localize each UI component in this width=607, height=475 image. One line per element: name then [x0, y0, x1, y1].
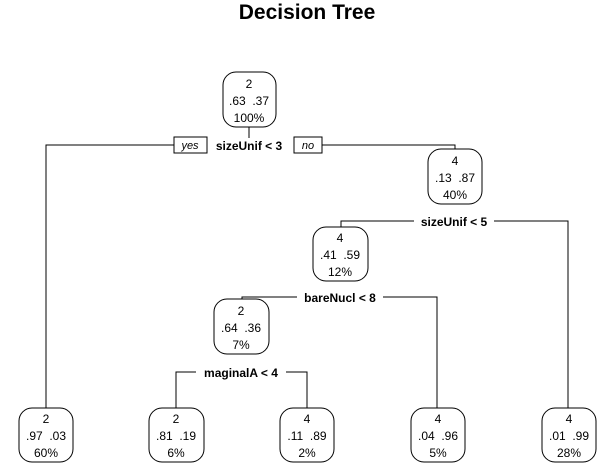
node-probs: .04 .96: [418, 429, 458, 443]
node-percent: 12%: [328, 265, 352, 279]
node-class: 2: [43, 412, 50, 426]
edge-n3-left: [340, 220, 414, 227]
node-percent: 2%: [298, 446, 316, 460]
node-n12: 2 .64 .36 7%: [213, 298, 270, 355]
edge-n6-right: [383, 296, 438, 408]
yes-badge: yes: [173, 136, 208, 154]
no-badge: no: [293, 136, 323, 154]
leaf-node-1: 2 .97 .03 60%: [18, 407, 74, 463]
edge-root-no: [322, 144, 456, 149]
node-probs: .64 .36: [221, 321, 261, 335]
edge-n12-left: [175, 371, 196, 408]
node-class: 4: [566, 412, 573, 426]
split-label-root: sizeUnif < 3: [216, 139, 283, 153]
edge-root-yes: [45, 144, 178, 408]
node-root: 2 .63 .37 100%: [222, 71, 277, 128]
node-class: 4: [452, 154, 459, 168]
node-probs: .63 .37: [229, 94, 269, 108]
node-class: 2: [173, 412, 180, 426]
node-percent: 6%: [167, 446, 185, 460]
edge-n6-left: [241, 296, 297, 299]
node-probs: .41 .59: [320, 248, 360, 262]
node-class: 4: [304, 412, 311, 426]
node-percent: 60%: [34, 446, 58, 460]
split-label-n3: sizeUnif < 5: [421, 215, 488, 229]
node-n6: 4 .41 .59 12%: [312, 226, 369, 282]
node-class: 2: [246, 77, 253, 91]
edge-n3-right: [494, 220, 569, 408]
leaf-node-5: 4 .01 .99 28%: [541, 407, 597, 463]
node-probs: .81 .19: [156, 429, 196, 443]
yes-label: yes: [180, 140, 199, 152]
edge-n12-right: [286, 371, 308, 408]
node-class: 2: [238, 304, 245, 318]
leaf-node-3: 4 .11 .89 2%: [279, 407, 335, 463]
node-percent: 40%: [443, 188, 467, 202]
node-probs: .11 .89: [287, 429, 326, 443]
no-label: no: [302, 140, 314, 152]
tree-edges: [45, 127, 569, 408]
node-percent: 5%: [429, 446, 447, 460]
node-percent: 100%: [234, 111, 265, 125]
node-n3: 4 .13 .87 40%: [427, 148, 483, 205]
leaf-node-4: 4 .04 .96 5%: [410, 407, 466, 463]
split-label-n12: maginalA < 4: [204, 366, 278, 380]
node-percent: 7%: [232, 338, 250, 352]
node-probs: .97 .03: [26, 429, 66, 443]
diagram-title: Decision Tree: [239, 1, 376, 24]
node-percent: 28%: [557, 446, 581, 460]
node-probs: .01 .99: [549, 429, 589, 443]
node-probs: .13 .87: [435, 171, 475, 185]
leaf-node-2: 2 .81 .19 6%: [148, 407, 205, 463]
node-class: 4: [337, 231, 344, 245]
node-class: 4: [435, 412, 442, 426]
split-label-n6: bareNucl < 8: [304, 291, 376, 305]
